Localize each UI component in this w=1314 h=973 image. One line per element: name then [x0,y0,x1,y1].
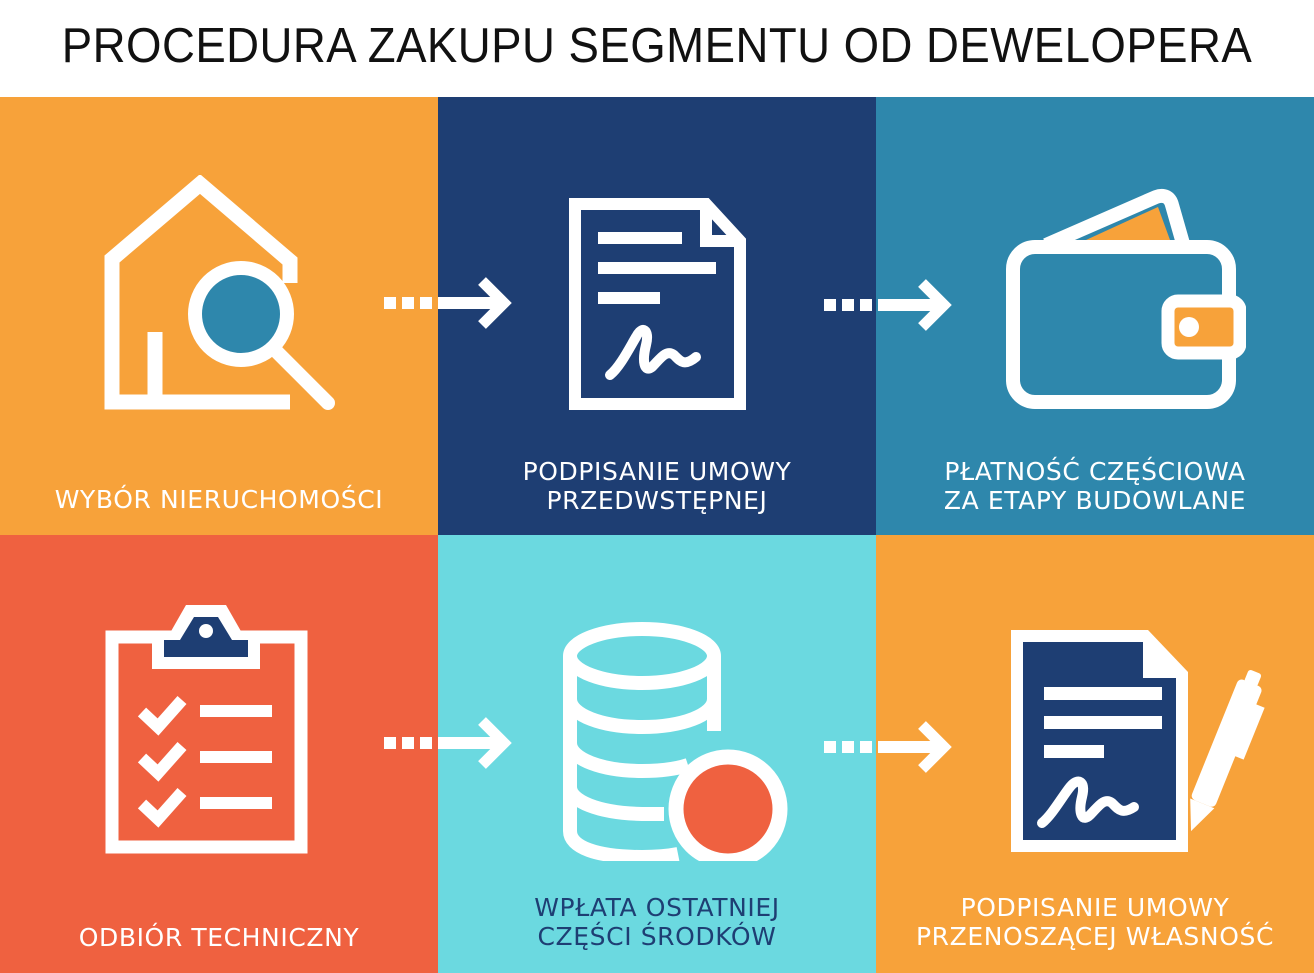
coin-stack-icon [563,622,788,861]
clipboard-checklist-icon [105,605,308,854]
step-5-label-line2: CZĘŚCI ŚRODKÓW [537,922,777,951]
dotted-arrow-right-icon [384,717,512,769]
process-grid: WYBÓR NIERUCHOMOŚCI PODPISANIE UMOWY PRZ… [0,97,1314,973]
step-3-label-line2: ZA ETAPY BUDOWLANE [943,486,1247,515]
dotted-arrow-right-icon [824,279,952,331]
step-3-label: PŁATNOŚĆ CZĘŚCIOWA ZA ETAPY BUDOWLANE [876,457,1314,515]
dotted-arrow-right-icon [824,721,952,773]
step-3-panel: PŁATNOŚĆ CZĘŚCIOWA ZA ETAPY BUDOWLANE [876,97,1314,535]
header: PROCEDURA ZAKUPU SEGMENTU OD DEWELOPERA [0,0,1314,97]
step-2-label: PODPISANIE UMOWY PRZEDWSTĘPNEJ [438,457,876,515]
document-pen-icon [1011,630,1265,852]
wallet-icon [1006,188,1246,409]
step-4-label-line1: ODBIÓR TECHNICZNY [78,923,360,952]
dotted-arrow-right-icon [384,277,512,329]
step-6-label-line1: PODPISANIE UMOWY [960,893,1230,922]
step-1-label-line1: WYBÓR NIERUCHOMOŚCI [54,485,384,514]
step-2-label-line1: PODPISANIE UMOWY [522,457,792,486]
step-3-label-line1: PŁATNOŚĆ CZĘŚCIOWA [944,457,1246,486]
step-2-panel: PODPISANIE UMOWY PRZEDWSTĘPNEJ [438,97,876,535]
step-4-label: ODBIÓR TECHNICZNY [0,923,438,952]
step-2-label-line2: PRZEDWSTĘPNEJ [546,486,768,515]
step-5-panel: WPŁATA OSTATNIEJ CZĘŚCI ŚRODKÓW [438,535,876,973]
step-6-panel: PODPISANIE UMOWY PRZENOSZĄCEJ WŁASNOŚĆ [876,535,1314,973]
step-5-label-line1: WPŁATA OSTATNIEJ [534,893,780,922]
signed-document-icon [569,198,746,410]
step-5-label: WPŁATA OSTATNIEJ CZĘŚCI ŚRODKÓW [438,893,876,951]
step-1-panel: WYBÓR NIERUCHOMOŚCI [0,97,438,535]
step-1-label: WYBÓR NIERUCHOMOŚCI [0,485,438,514]
step-6-label: PODPISANIE UMOWY PRZENOSZĄCEJ WŁASNOŚĆ [876,893,1314,951]
step-6-label-line2: PRZENOSZĄCEJ WŁASNOŚĆ [915,922,1275,951]
house-search-icon [104,175,335,410]
page-title: PROCEDURA ZAKUPU SEGMENTU OD DEWELOPERA [61,18,1253,73]
step-4-panel: ODBIÓR TECHNICZNY [0,535,438,973]
